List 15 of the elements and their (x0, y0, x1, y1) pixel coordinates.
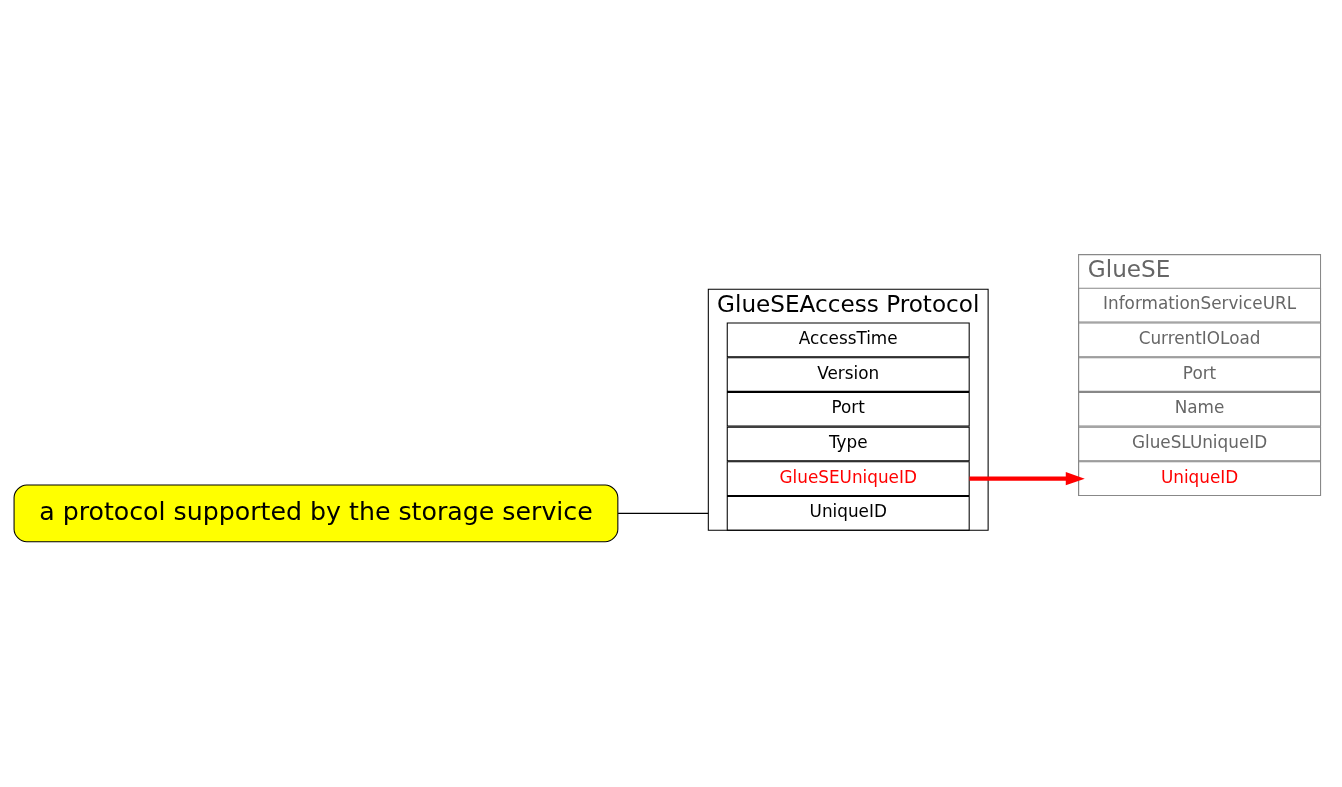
node-box: UniqueID (1077, 460, 1321, 496)
node-box: CurrentIOLoad (1077, 321, 1321, 357)
connector (617, 512, 709, 514)
arrow (968, 471, 1085, 485)
node-box: GlueSEUniqueID (726, 460, 970, 496)
node-box: Version (726, 356, 970, 392)
node-box: Name (1077, 391, 1321, 427)
node-box: Port (1077, 356, 1321, 392)
node-box: Type (726, 426, 970, 461)
node-box: InformationServiceURL (1077, 287, 1321, 322)
node-box: GlueSLUniqueID (1077, 426, 1321, 461)
node-box: UniqueID (726, 495, 970, 531)
node-box: AccessTime (726, 321, 970, 357)
node-box: Port (726, 391, 970, 427)
node-box: a protocol supported by the storage service (13, 483, 618, 542)
